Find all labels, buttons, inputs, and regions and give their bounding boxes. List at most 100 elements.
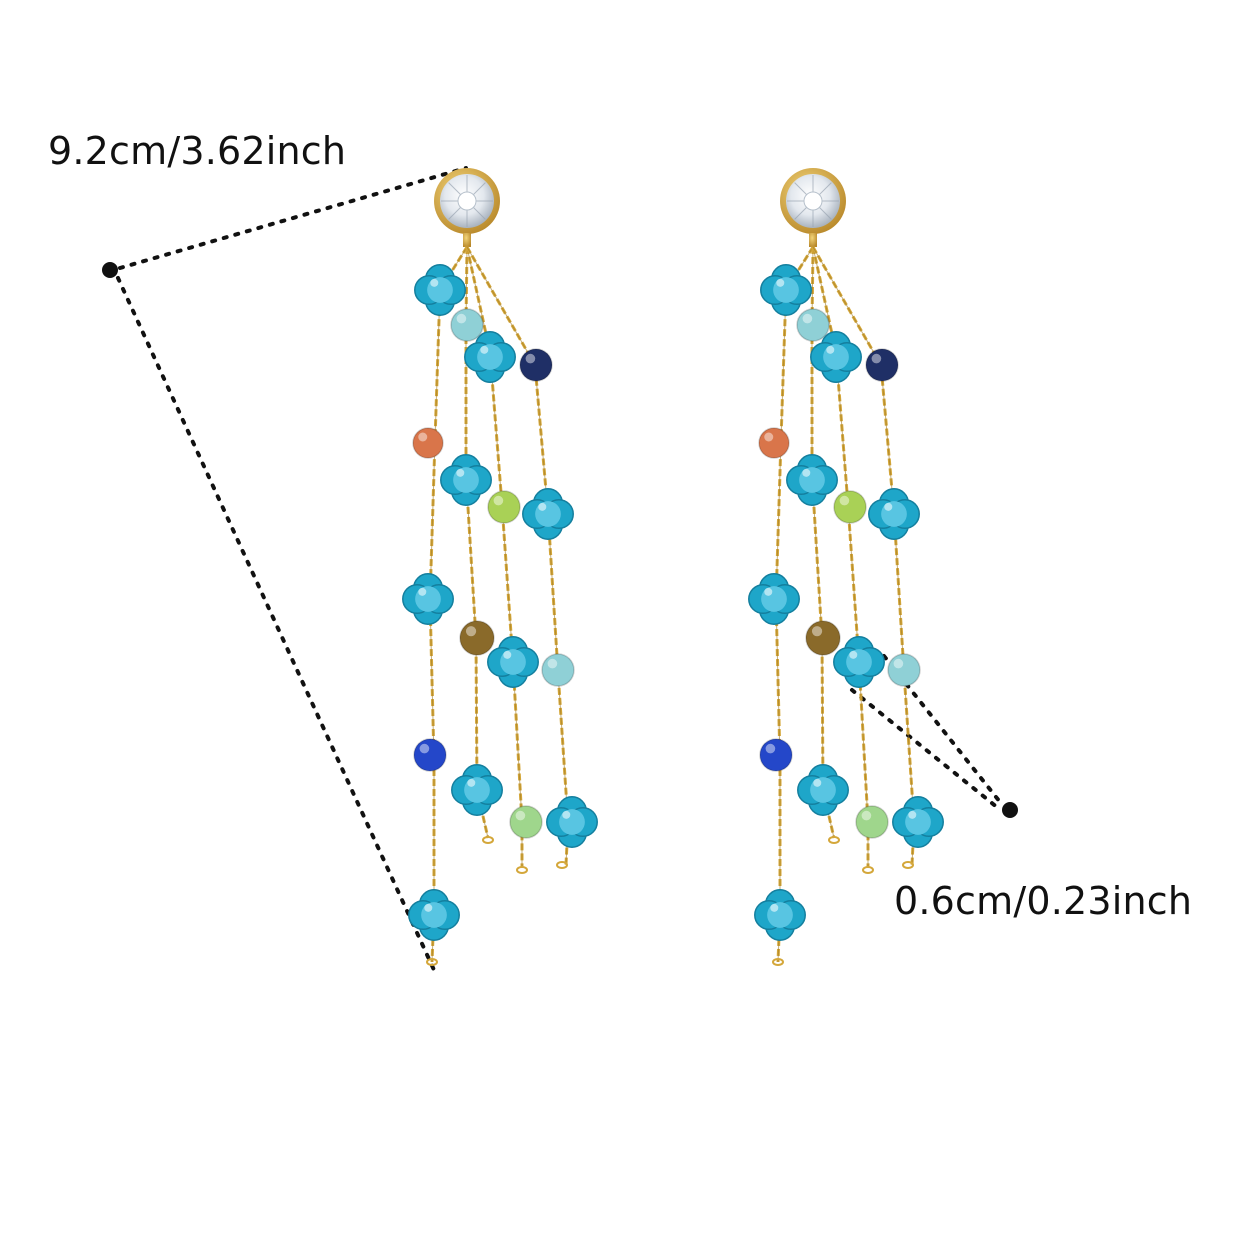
clover-crystal-bead	[414, 264, 466, 316]
clover-crystal-bead	[522, 488, 574, 540]
bead-body	[459, 620, 495, 656]
crystal-stud	[780, 168, 846, 247]
length-guide-dot	[102, 262, 118, 278]
round-bead	[487, 490, 521, 524]
round-bead	[759, 738, 793, 772]
jump-ring	[862, 866, 874, 874]
clover-crystal-bead	[487, 636, 539, 688]
length-measure-guide	[102, 166, 468, 972]
clover-crystal-bead	[546, 796, 598, 848]
crystal-table	[803, 191, 823, 211]
jump-ring	[772, 958, 784, 966]
round-bead	[796, 308, 830, 342]
round-bead	[519, 348, 553, 382]
bead-highlight	[871, 353, 882, 364]
clover-crystal-bead	[440, 454, 492, 506]
clover-crystal-bead	[760, 264, 812, 316]
clover-highlight	[826, 345, 835, 354]
bead-highlight	[525, 353, 536, 364]
clover-highlight	[764, 587, 773, 596]
clover-highlight	[562, 810, 571, 819]
bead-body	[450, 308, 484, 342]
crystal-stud	[434, 168, 500, 247]
bead-body	[805, 620, 841, 656]
bead-highlight	[456, 313, 467, 324]
round-bead	[865, 348, 899, 382]
clover-crystal-bead	[892, 796, 944, 848]
clover-crystal-bead	[797, 764, 849, 816]
round-bead	[855, 805, 889, 839]
clover-highlight	[884, 502, 893, 511]
stud-connector	[809, 233, 817, 247]
width-guide-lower-line	[850, 688, 1000, 810]
round-bead	[758, 427, 790, 459]
stud-connector	[463, 233, 471, 247]
round-bead	[459, 620, 495, 656]
bead-body	[413, 738, 447, 772]
clover-crystal-bead	[451, 764, 503, 816]
clover-highlight	[456, 468, 465, 477]
clover-highlight	[430, 278, 439, 287]
round-bead	[541, 653, 575, 687]
crystal-table	[457, 191, 477, 211]
jump-ring	[902, 861, 914, 869]
jump-ring	[426, 958, 438, 966]
bead-body	[487, 490, 521, 524]
width-measure-guide	[850, 654, 1018, 818]
bead-body	[855, 805, 889, 839]
bead-highlight	[493, 495, 504, 506]
clover-highlight	[770, 903, 779, 912]
clover-crystal-bead	[748, 573, 800, 625]
clover-crystal-bead	[833, 636, 885, 688]
round-bead	[805, 620, 841, 656]
bead-highlight	[419, 743, 430, 754]
bead-width-dimension-label: 0.6cm/0.23inch	[894, 879, 1193, 923]
round-bead	[412, 427, 444, 459]
jump-ring	[482, 836, 494, 844]
length-guide-lower-line	[116, 276, 436, 972]
right-earring	[748, 168, 944, 966]
bead-highlight	[515, 810, 526, 821]
bead-highlight	[765, 743, 776, 754]
round-bead	[833, 490, 867, 524]
bead-body	[758, 427, 790, 459]
clover-highlight	[813, 778, 822, 787]
round-bead	[413, 738, 447, 772]
clover-highlight	[776, 278, 785, 287]
bead-body	[796, 308, 830, 342]
jump-ring	[556, 861, 568, 869]
bead-highlight	[893, 658, 904, 669]
jump-ring	[828, 836, 840, 844]
clover-highlight	[849, 650, 858, 659]
clover-crystal-bead	[786, 454, 838, 506]
clover-highlight	[418, 587, 427, 596]
clover-crystal-bead	[810, 331, 862, 383]
width-guide-dot	[1002, 802, 1018, 818]
left-earring	[402, 168, 598, 966]
clover-highlight	[802, 468, 811, 477]
length-guide-upper-line	[118, 166, 468, 270]
bead-highlight	[465, 626, 477, 637]
bead-body	[509, 805, 543, 839]
bead-highlight	[811, 626, 823, 637]
clover-highlight	[480, 345, 489, 354]
clover-crystal-bead	[464, 331, 516, 383]
clover-highlight	[503, 650, 512, 659]
clover-crystal-bead	[868, 488, 920, 540]
width-guide-upper-line	[882, 654, 1002, 804]
clover-highlight	[538, 502, 547, 511]
bead-highlight	[839, 495, 850, 506]
bead-body	[412, 427, 444, 459]
bead-highlight	[418, 432, 428, 442]
clover-crystal-bead	[408, 889, 460, 941]
bead-body	[887, 653, 921, 687]
round-bead	[887, 653, 921, 687]
bead-body	[759, 738, 793, 772]
clover-crystal-bead	[754, 889, 806, 941]
bead-highlight	[802, 313, 813, 324]
bead-highlight	[764, 432, 774, 442]
round-bead	[509, 805, 543, 839]
clover-highlight	[424, 903, 433, 912]
